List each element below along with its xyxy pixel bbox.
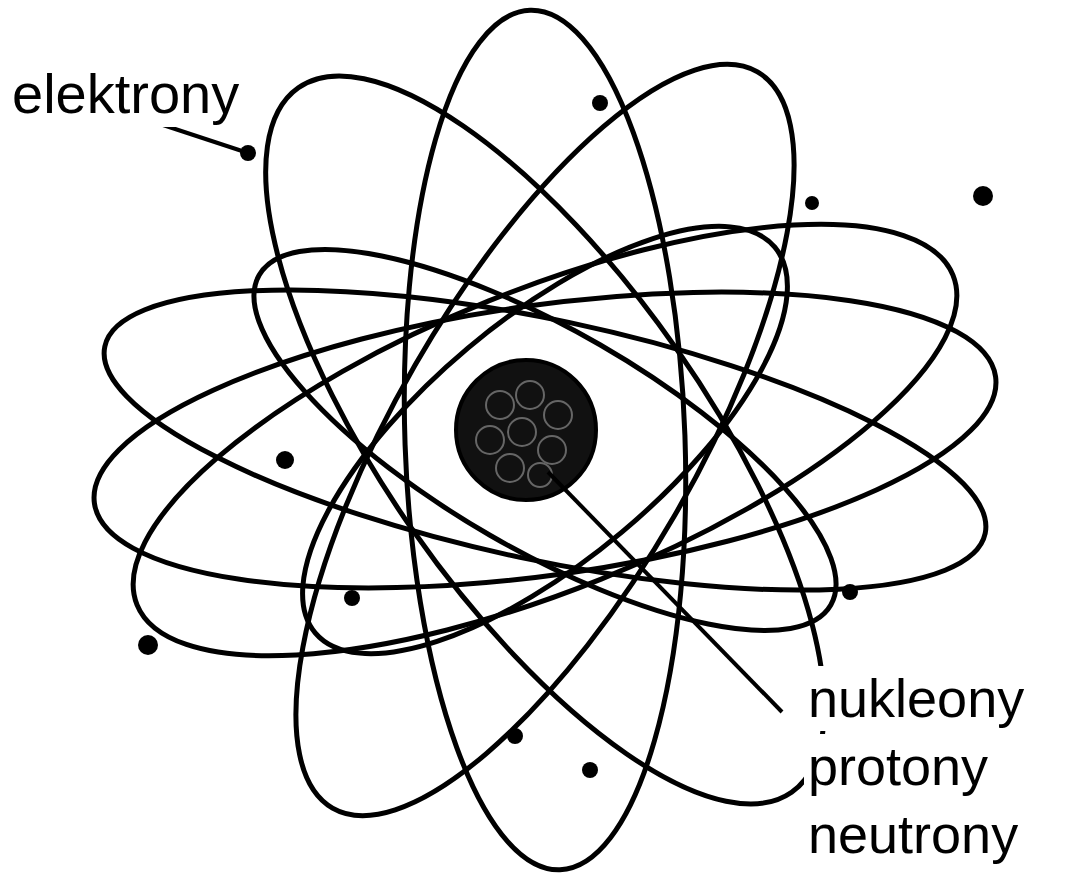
electron-label: elektrony (8, 60, 243, 127)
nucleon-label: nukleony (804, 666, 1028, 731)
leader-lines (160, 124, 782, 712)
nucleon-label: protony (804, 734, 992, 799)
nucleus (456, 360, 596, 500)
electron-orbits (76, 0, 1015, 879)
nucleon-label: neutrony (804, 802, 1022, 867)
